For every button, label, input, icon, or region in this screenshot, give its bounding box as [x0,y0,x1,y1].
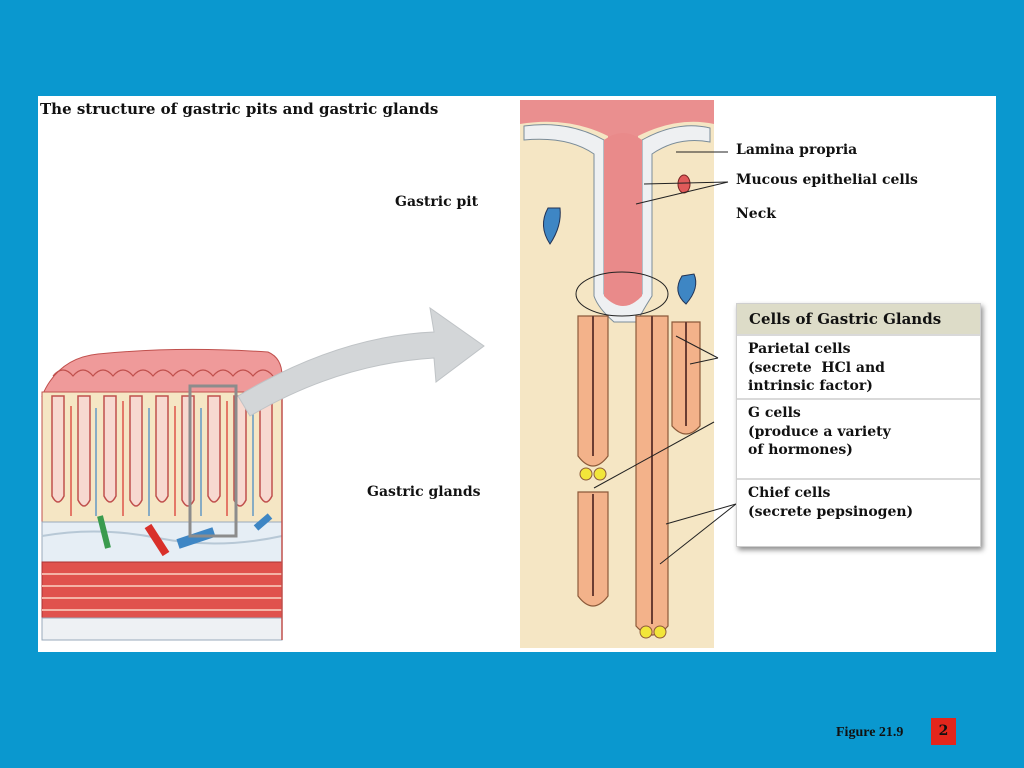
legend-item-chief: Chief cells (secrete pepsinogen) [737,478,980,544]
legend-line: intrinsic factor) [748,378,873,394]
callout-lamina-propria: Lamina propria [736,142,858,158]
gastric-illustration [41,100,737,648]
callout-mucous-epithelial-cells: Mucous epithelial cells [736,172,918,188]
callout-neck: Neck [736,206,776,222]
legend-line: (secrete HCl and [748,359,885,376]
stomach-wall-block [41,348,283,641]
legend-item-parietal: Parietal cells (secrete HCl and intrinsi… [737,334,980,398]
figure-panel: The structure of gastric pits and gastri… [38,96,996,652]
magnified-gland [520,100,714,648]
legend-heading: Cells of Gastric Glands [737,304,980,334]
label-gastric-glands: Gastric glands [367,484,481,500]
zoom-arrow [237,306,485,417]
legend-line: (produce a variety [748,423,891,440]
figure-number: Figure 21.9 [836,725,904,740]
legend-line: G cells [748,405,801,421]
legend-line: (secrete pepsinogen) [748,503,914,520]
legend-line: of hormones) [748,442,853,458]
legend-line: Chief cells [748,485,831,501]
callout-leader-lines [593,151,737,565]
legend-item-g-cells: G cells (produce a variety of hormones) [737,398,980,478]
page-number-badge: 2 [931,718,956,745]
legend-line: Parietal cells [748,341,851,357]
label-gastric-pit: Gastric pit [395,194,479,210]
figure-title: The structure of gastric pits and gastri… [40,100,439,118]
cells-legend: Cells of Gastric Glands Parietal cells (… [736,303,981,547]
